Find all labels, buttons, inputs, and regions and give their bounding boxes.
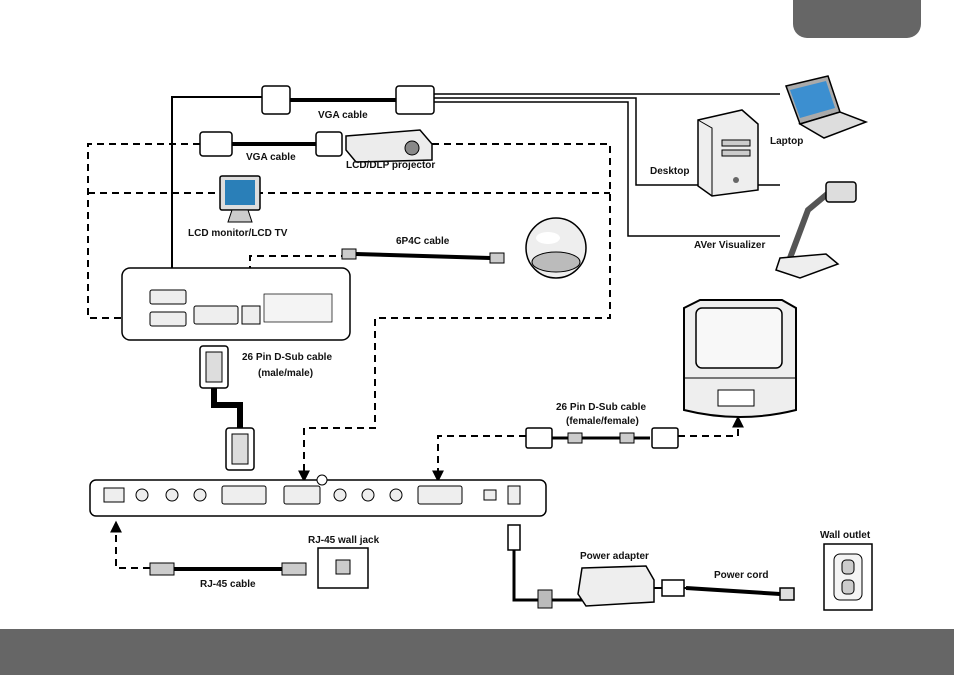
label-power-cord: Power cord bbox=[714, 570, 768, 581]
label-desktop: Desktop bbox=[650, 166, 689, 177]
camera-icon bbox=[683, 299, 797, 418]
label-rj45-cable: RJ-45 cable bbox=[200, 579, 256, 590]
label-dsub-female-2: (female/female) bbox=[566, 416, 639, 427]
speaker-icon bbox=[525, 217, 587, 279]
laptop-icon bbox=[785, 75, 869, 139]
header-tab bbox=[793, 0, 921, 38]
label-vga-cable-2: VGA cable bbox=[246, 152, 296, 163]
label-wall-outlet: Wall outlet bbox=[820, 530, 871, 541]
label-six-p4c-cable: 6P4C cable bbox=[396, 236, 450, 247]
vga-cable-top bbox=[166, 93, 780, 288]
visualizer-icon bbox=[775, 181, 857, 279]
projector-icon bbox=[345, 129, 433, 163]
label-laptop: Laptop bbox=[770, 136, 803, 147]
dsub-male-cable bbox=[199, 345, 255, 471]
connection-diagram: VGA cable VGA cable LCD/DLP projector La… bbox=[87, 75, 873, 611]
label-rj45-jack: RJ-45 wall jack bbox=[308, 535, 380, 546]
wall-jack-icon bbox=[317, 547, 369, 589]
wall-outlet-icon bbox=[823, 543, 873, 611]
lower-unit-icon bbox=[89, 474, 547, 517]
six-p4c-cable bbox=[341, 248, 505, 264]
label-dsub-male-2: (male/male) bbox=[258, 368, 313, 379]
label-monitor: LCD monitor/LCD TV bbox=[188, 228, 288, 239]
footer-bar bbox=[0, 629, 954, 675]
power-cable bbox=[507, 524, 795, 609]
label-projector: LCD/DLP projector bbox=[346, 160, 435, 171]
label-power-adapter: Power adapter bbox=[580, 551, 649, 562]
monitor-icon bbox=[219, 175, 261, 223]
label-vga-cable-top: VGA cable bbox=[318, 110, 368, 121]
rj45-cable bbox=[149, 562, 307, 576]
label-dsub-male-1: 26 Pin D-Sub cable bbox=[242, 352, 332, 363]
desktop-icon bbox=[697, 109, 759, 197]
dashed-signal-lines bbox=[87, 143, 744, 569]
label-dsub-female-1: 26 Pin D-Sub cable bbox=[556, 402, 646, 413]
vga-connector-icon bbox=[199, 85, 435, 157]
upper-unit-icon bbox=[121, 267, 351, 341]
dsub-female-cable bbox=[525, 427, 679, 449]
power-adapter-icon bbox=[577, 565, 655, 607]
label-visualizer: AVer Visualizer bbox=[694, 240, 765, 251]
